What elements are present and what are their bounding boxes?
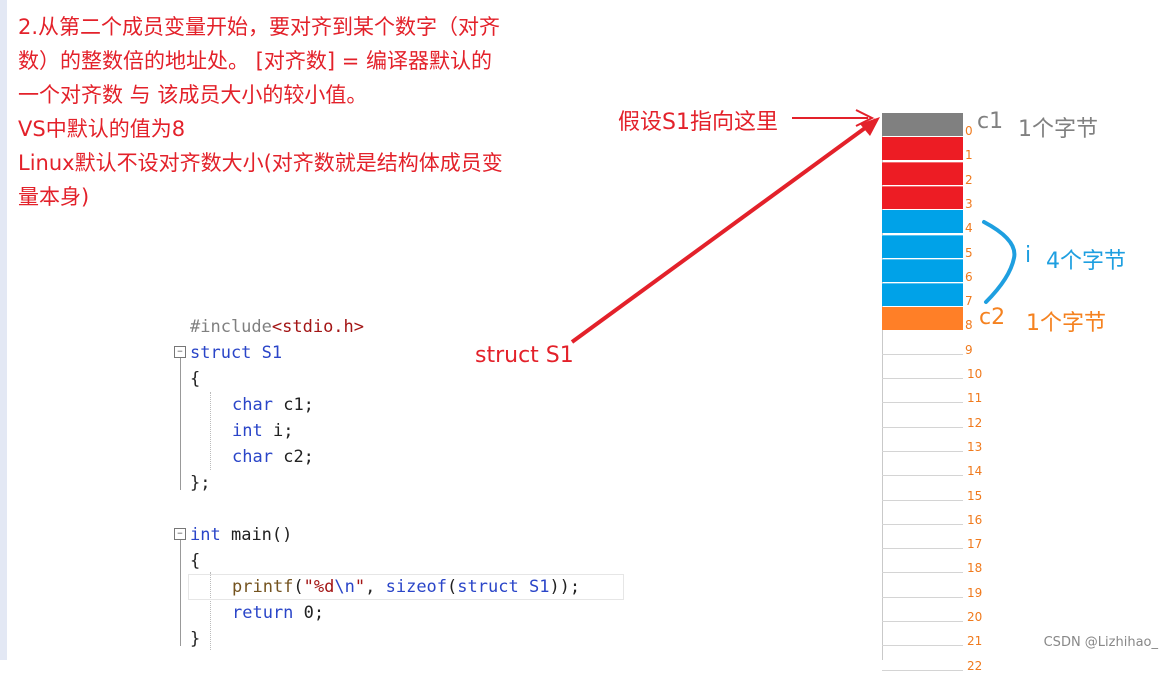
memory-index-22: 22 (967, 658, 983, 673)
c1-name-label: c1 (977, 109, 1004, 134)
memory-cell-8 (882, 307, 963, 331)
memory-index-8: 8 (965, 318, 973, 333)
watermark: CSDN @Lizhihao_ (1043, 635, 1158, 650)
memory-cell-14 (882, 453, 963, 477)
code-line-field-c2: char c2; (232, 447, 314, 467)
memory-cell-21 (882, 623, 963, 647)
code-line-struct: struct S1 (190, 343, 283, 363)
memory-index-6: 6 (965, 269, 973, 284)
memory-index-5: 5 (965, 245, 973, 260)
fold-guide-main (180, 540, 181, 646)
memory-index-4: 4 (965, 221, 973, 236)
pointer-label: 假设S1指向这里 (618, 110, 778, 135)
memory-column-edge (882, 113, 883, 660)
fold-guide-struct (180, 358, 181, 490)
note-line-6: 量本身) (18, 185, 90, 209)
code-line-brace-close: }; (190, 473, 211, 493)
memory-cell-7 (882, 283, 963, 307)
collapse-main-icon[interactable]: − (174, 528, 186, 540)
c2-name-label: c2 (979, 305, 1006, 330)
code-line-main-brace-open: { (190, 551, 201, 571)
memory-index-18: 18 (967, 561, 983, 576)
c1-size-label: 1个字节 (1018, 117, 1098, 142)
code-line-brace-open: { (190, 369, 201, 389)
memory-cell-3 (882, 185, 963, 209)
struct-s1-arrowhead (860, 117, 880, 136)
memory-cell-16 (882, 502, 963, 525)
memory-cell-6 (882, 258, 963, 282)
memory-cell-1 (882, 137, 963, 161)
memory-index-21: 21 (967, 634, 983, 649)
memory-cell-0 (882, 113, 963, 136)
member-i-brace (982, 220, 1017, 304)
memory-cell-5 (882, 234, 963, 258)
code-snippet: − − #include<stdio.h> struct S1 { char c… (172, 312, 624, 660)
memory-cell-9 (882, 332, 963, 355)
code-line-field-c1: char c1; (232, 395, 314, 415)
note-line-1: 2.从第二个成员变量开始，要对齐到某个数字（对齐 (18, 15, 501, 39)
memory-index-0: 0 (965, 124, 973, 138)
memory-cell-11 (882, 380, 963, 404)
alignment-rule-notes: 2.从第二个成员变量开始，要对齐到某个数字（对齐 数）的整数倍的地址处。 [对齐… (18, 10, 558, 214)
memory-cell-12 (882, 405, 963, 428)
memory-cell-20 (882, 599, 963, 622)
memory-index-11: 11 (967, 391, 983, 406)
code-line-main-brace-close: } (190, 629, 201, 649)
i-name-label: i (1025, 243, 1032, 268)
code-line-field-i: int i; (232, 421, 294, 441)
memory-index-20: 20 (967, 610, 983, 624)
code-line-include: #include<stdio.h> (190, 317, 365, 337)
memory-cell-17 (882, 526, 963, 550)
memory-index-13: 13 (967, 439, 983, 454)
memory-index-3: 3 (965, 196, 973, 211)
memory-cell-10 (882, 356, 963, 379)
left-margin-bar (0, 0, 7, 660)
memory-index-1: 1 (965, 148, 973, 163)
memory-index-16: 16 (967, 512, 983, 527)
memory-index-14: 14 (967, 464, 983, 479)
memory-index-17: 17 (967, 537, 983, 552)
indent-guide-struct (210, 392, 211, 470)
memory-index-15: 15 (967, 488, 983, 503)
memory-index-10: 10 (967, 367, 983, 381)
i-size-label: 4个字节 (1046, 249, 1126, 274)
memory-cell-4 (882, 210, 963, 234)
collapse-struct-icon[interactable]: − (174, 346, 186, 358)
memory-index-2: 2 (965, 172, 973, 187)
struct-s1-arrow-line (570, 118, 878, 344)
memory-cell-2 (882, 161, 963, 185)
note-line-2: 数）的整数倍的地址处。 [对齐数] = 编译器默认的 (18, 49, 493, 73)
note-line-3: 一个对齐数 与 该成员大小的较小值。 (18, 83, 368, 107)
code-line-printf: printf("%d\n", sizeof(struct S1)); (232, 577, 581, 597)
memory-cell-19 (882, 575, 963, 598)
memory-index-7: 7 (965, 294, 973, 309)
memory-index-19: 19 (967, 585, 983, 600)
memory-cell-18 (882, 550, 963, 574)
memory-index-12: 12 (967, 415, 983, 430)
memory-cell-15 (882, 478, 963, 501)
note-line-5: Linux默认不设对齐数大小(对齐数就是结构体成员变 (18, 151, 503, 175)
indent-guide-main (210, 572, 211, 650)
note-line-4: VS中默认的值为8 (18, 117, 186, 141)
current-line-highlight (188, 574, 624, 600)
code-line-main: int main() (190, 525, 293, 545)
c2-size-label: 1个字节 (1026, 311, 1106, 336)
memory-index-9: 9 (965, 342, 973, 357)
code-line-return: return 0; (232, 603, 325, 623)
pointer-arrowhead (855, 109, 875, 127)
memory-cell-13 (882, 429, 963, 452)
struct-s1-label: struct S1 (475, 343, 574, 368)
